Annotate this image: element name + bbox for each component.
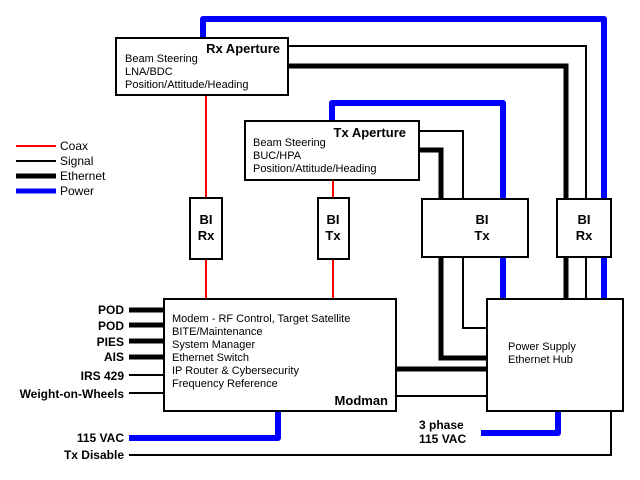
tx-aperture-box [244, 120, 420, 181]
bi-tx-small-box [317, 197, 350, 260]
input-label-wow: Weight-on-Wheels [20, 387, 125, 401]
legend: Coax Signal Ethernet Power [16, 139, 106, 198]
modman-line: Ethernet Switch [172, 352, 249, 364]
input-label-115vac: 115 VAC [77, 431, 124, 445]
bi-tx-large-box [421, 198, 529, 258]
bi-rx-large-label: BI [578, 212, 591, 227]
tx-aperture-line: Beam Steering [253, 137, 326, 149]
rx-aperture-box [115, 37, 289, 96]
bi-tx-small-label: BI [327, 212, 340, 227]
input-label-ais: AIS [104, 350, 124, 364]
power-supply-line: Ethernet Hub [508, 354, 573, 366]
input-label-irs429: IRS 429 [81, 369, 125, 383]
input-label-3phase: 3 phase [419, 418, 464, 432]
input-label-tx-disable: Tx Disable [64, 448, 124, 462]
bi-rx-small-box [189, 197, 223, 260]
tx-aperture-line: Position/Attitude/Heading [253, 163, 377, 175]
bi-tx-large-label: Tx [474, 228, 490, 243]
rx-aperture-title: Rx Aperture [206, 41, 280, 56]
modman-line: IP Router & Cybersecurity [172, 365, 299, 377]
tx-aperture-title: Tx Aperture [334, 125, 406, 140]
bi-rx-large-label: Rx [576, 228, 593, 243]
input-label-pies: PIES [97, 335, 124, 349]
input-label-pod-2: POD [98, 319, 124, 333]
rx-aperture-line: Position/Attitude/Heading [125, 79, 249, 91]
legend-label-coax: Coax [60, 139, 88, 153]
power-supply-box [486, 298, 624, 412]
modman-title: Modman [335, 393, 389, 408]
bi-rx-small-label: Rx [198, 228, 215, 243]
power-line-3phase [481, 412, 561, 436]
modman-line: BITE/Maintenance [172, 326, 263, 338]
modman-line: System Manager [172, 339, 255, 351]
modman-box [163, 298, 397, 412]
rx-aperture-line: Beam Steering [125, 53, 198, 65]
power-line-115vac [129, 412, 281, 441]
bi-tx-large-label: BI [476, 212, 489, 227]
modman-line: Frequency Reference [172, 378, 278, 390]
legend-label-power: Power [60, 184, 94, 198]
bi-rx-large-box [556, 198, 612, 258]
rx-aperture-line: LNA/BDC [125, 66, 173, 78]
modman-line: Modem - RF Control, Target Satellite [172, 313, 350, 325]
power-line-rx-aperture [200, 16, 607, 300]
input-label-3phase-vac: 115 VAC [419, 432, 466, 446]
power-supply-line: Power Supply [508, 341, 576, 353]
bi-tx-small-label: Tx [325, 228, 341, 243]
signal-line-tx-disable [129, 410, 612, 456]
input-label-pod-1: POD [98, 303, 124, 317]
bi-rx-small-label: BI [200, 212, 213, 227]
legend-label-ethernet: Ethernet [60, 169, 106, 183]
legend-label-signal: Signal [60, 154, 93, 168]
tx-aperture-line: BUC/HPA [253, 150, 302, 162]
